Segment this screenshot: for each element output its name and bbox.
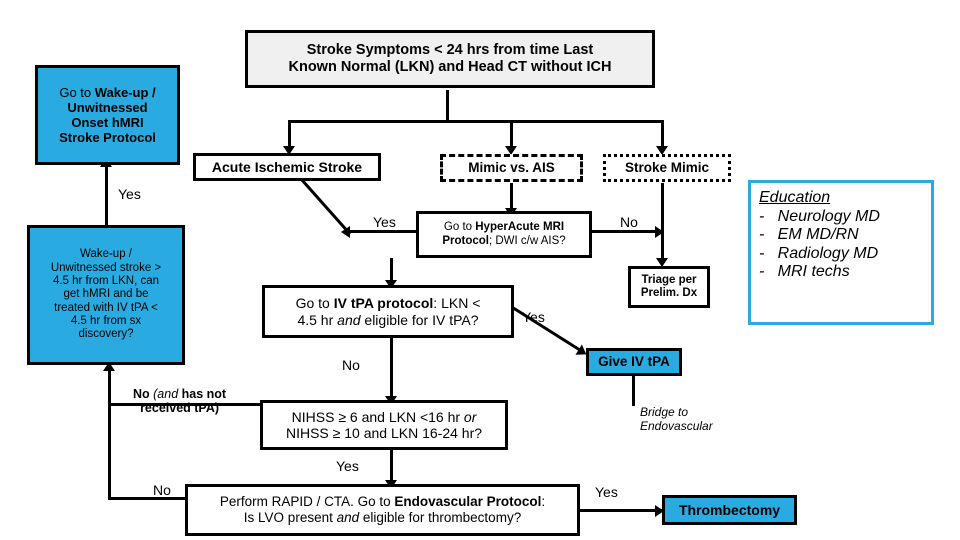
node-bridge-endovascular: Bridge to Endovascular <box>640 403 760 437</box>
wakeup-protocol-line4: Stroke Protocol <box>59 130 156 146</box>
wakeup-question-line3: 4.5 hr from LKN, can <box>52 275 160 287</box>
wakeup-protocol-line3: Onset hMRI <box>71 115 144 130</box>
connector-endo-yes-right <box>580 509 662 512</box>
connector-nihss-left <box>108 403 260 406</box>
connector-mimic-down <box>510 183 513 211</box>
connector-wakeup-yes-up <box>105 165 108 225</box>
endovascular-line2: Is LVO present and eligible for thrombec… <box>243 510 522 525</box>
wakeup-question-line2: Unwitnessed stroke > <box>50 261 162 274</box>
connector-top-down <box>446 90 449 122</box>
wakeup-question-line5: treated with IV tPA < <box>54 301 158 314</box>
connector-nihss-yes-down <box>390 450 393 482</box>
nihss-no-line2: received tPA) <box>140 400 220 415</box>
node-mimic-vs-ais: Mimic vs. AIS <box>440 154 583 182</box>
arrowhead-to-tpa <box>385 280 397 289</box>
connector-ais-diagonal <box>300 179 352 235</box>
education-item: - Radiology MD <box>759 244 879 262</box>
top-criteria-line2: Known Normal (LKN) and Head CT without I… <box>288 59 612 75</box>
education-item: - MRI techs <box>759 263 850 281</box>
education-item: - Neurology MD <box>759 207 880 225</box>
education-inner: Education - Neurology MD - EM MD/RN - Ra… <box>751 183 931 286</box>
education-list: - Neurology MD - EM MD/RN - Radiology MD… <box>759 208 923 282</box>
connector-nihss-left-up <box>108 368 111 406</box>
nihss-line1: NIHSS ≥ 6 and LKN <16 hr or <box>291 408 477 425</box>
arrowhead-to-mimic <box>505 146 517 155</box>
connector-hyperacute-yes <box>350 230 418 233</box>
connector-to-ais <box>288 120 291 148</box>
node-nihss-criteria: NIHSS ≥ 6 and LKN <16 hr or NIHSS ≥ 10 a… <box>260 400 508 450</box>
nihss-no-line1: No (and has not <box>133 387 227 401</box>
wakeup-question-line7: discovery? <box>78 328 134 341</box>
wakeup-question-line1: Wake-up / <box>80 248 132 261</box>
edge-label-tpa-yes: Yes <box>522 309 545 325</box>
wakeup-protocol-line1: Go to Wake-up / <box>59 84 156 100</box>
arrowhead-to-triage <box>656 258 668 267</box>
connector-tpa-no-down <box>390 338 393 398</box>
stroke-mimic-label: Stroke Mimic <box>624 160 710 176</box>
wakeup-protocol-line2: Unwitnessed <box>67 99 148 115</box>
edge-label-mimic-no: No <box>620 214 638 230</box>
connector-tpa-down-stub <box>390 258 393 282</box>
node-hyperacute-mri: Go to HyperAcute MRI Protocol; DWI c/w A… <box>416 211 592 258</box>
connector-giveivtpa-down <box>632 376 635 406</box>
education-title: Education <box>759 189 831 206</box>
thrombectomy-label: Thrombectomy <box>678 501 781 518</box>
node-top-criteria: Stroke Symptoms < 24 hrs from time Last … <box>245 30 655 88</box>
bridge-endovascular-line2: Endovascular <box>640 419 713 433</box>
edge-label-wakeup-yes: Yes <box>118 186 141 202</box>
node-education: Education - Neurology MD - EM MD/RN - Ra… <box>748 180 934 325</box>
connector-hyperacute-no <box>592 230 664 233</box>
triage-prelim-line2: Prelim. Dx <box>640 287 698 299</box>
edge-label-endo-yes: Yes <box>595 484 618 500</box>
node-iv-tpa-protocol: Go to IV tPA protocol: LKN < 4.5 hr and … <box>262 285 514 338</box>
node-acute-ischemic-stroke: Acute Ischemic Stroke <box>193 153 381 181</box>
connector-to-stroke-mimic <box>661 120 664 148</box>
connector-endo-no-left <box>108 497 188 500</box>
edge-label-nihss-no: No (and has not received tPA) <box>133 387 227 416</box>
node-give-iv-tpa[interactable]: Give IV tPA <box>586 348 682 376</box>
bridge-endovascular-line1: Bridge to <box>640 405 689 420</box>
arrowhead-hyperacute-no <box>655 226 664 238</box>
nihss-line2: NIHSS ≥ 10 and LKN 16-24 hr? <box>285 425 483 441</box>
top-criteria-line1: Stroke Symptoms < 24 hrs from time Last <box>306 42 594 59</box>
connector-split-bus <box>288 120 664 123</box>
node-wakeup-protocol[interactable]: Go to Wake-up / Unwitnessed Onset hMRI S… <box>35 65 180 165</box>
connector-strokemimic-down <box>661 183 664 261</box>
edge-label-mimic-yes: Yes <box>373 214 396 230</box>
node-triage-prelim: Triage per Prelim. Dx <box>628 266 710 308</box>
connector-tpa-yes-diagonal <box>506 302 584 354</box>
edge-label-endo-no: No <box>153 482 171 498</box>
node-thrombectomy[interactable]: Thrombectomy <box>662 495 797 525</box>
arrowhead-to-stroke-mimic <box>656 146 668 155</box>
endovascular-line1: Perform RAPID / CTA. Go to Endovascular … <box>219 494 546 510</box>
arrowhead-hyperacute-yes <box>341 226 350 238</box>
arrowhead-nihss-to-wakeup <box>103 362 115 371</box>
wakeup-question-line4: get hMRI and be <box>63 288 149 301</box>
iv-tpa-line1: Go to IV tPA protocol: LKN < <box>295 295 481 312</box>
node-stroke-mimic: Stroke Mimic <box>603 154 731 182</box>
acute-ischemic-stroke-label: Acute Ischemic Stroke <box>211 158 363 175</box>
node-endovascular-protocol: Perform RAPID / CTA. Go to Endovascular … <box>185 484 580 536</box>
hyperacute-mri-line2: Protocol; DWI c/w AIS? <box>442 234 566 247</box>
education-item: - EM MD/RN <box>759 226 859 244</box>
wakeup-question-line6: 4.5 hr from sx <box>70 314 142 327</box>
mimic-vs-ais-label: Mimic vs. AIS <box>468 160 555 176</box>
connector-to-mimic <box>510 120 513 148</box>
edge-label-tpa-no: No <box>342 357 360 373</box>
arrowhead-endo-yes <box>655 505 664 517</box>
connector-left-rail <box>108 403 111 500</box>
hyperacute-mri-line1: Go to HyperAcute MRI <box>443 221 565 234</box>
node-wakeup-question[interactable]: Wake-up / Unwitnessed stroke > 4.5 hr fr… <box>27 225 185 365</box>
arrowhead-to-ais <box>283 146 295 155</box>
iv-tpa-line2: 4.5 hr and eligible for IV tPA? <box>297 311 479 328</box>
edge-label-nihss-yes: Yes <box>336 458 359 474</box>
give-iv-tpa-label: Give IV tPA <box>598 354 670 370</box>
triage-prelim-line1: Triage per <box>641 273 697 286</box>
